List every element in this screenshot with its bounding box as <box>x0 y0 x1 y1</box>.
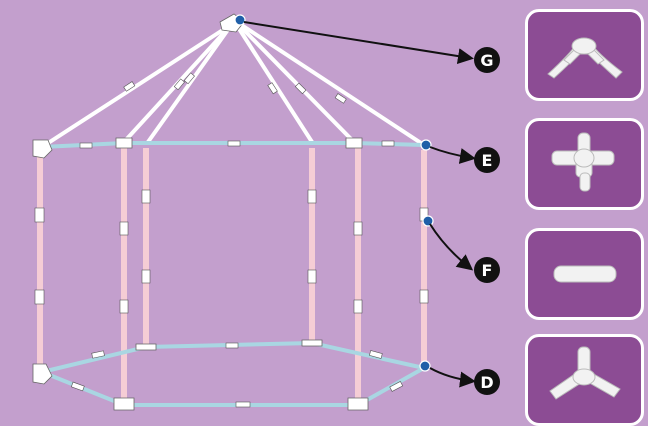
marker-d-dot <box>419 360 431 372</box>
base-connector-icon <box>549 346 621 400</box>
corner-joint-2 <box>115 137 133 149</box>
straight-sleeve-icon <box>553 265 617 283</box>
arrow-to-f <box>429 223 474 271</box>
vertical-poles <box>37 148 427 402</box>
base-joint-5 <box>301 339 323 347</box>
arrow-to-e <box>429 146 476 164</box>
tent-frame-illustration: G E F D <box>32 13 500 411</box>
marker-f-dot <box>422 215 434 227</box>
corner-connector-icon <box>551 132 615 192</box>
badge-e: E <box>474 147 500 173</box>
corner-joint-3 <box>345 137 363 149</box>
base-joint-3 <box>347 397 369 411</box>
base-joint-1 <box>32 363 53 385</box>
base-joint-4 <box>135 343 157 351</box>
marker-g-dot <box>234 14 246 26</box>
badge-d: D <box>474 369 500 395</box>
arrow-to-g <box>243 21 474 65</box>
base-joint-2 <box>113 397 135 411</box>
part-card-crown-connector <box>525 9 644 101</box>
badge-f-letter: F <box>482 261 493 280</box>
tent-assembly-diagram: G E F D <box>32 9 644 426</box>
corner-joint-1 <box>32 139 53 159</box>
badge-g-letter: G <box>480 51 493 70</box>
arrow-to-d <box>429 367 476 388</box>
pole-sleeves <box>34 72 429 408</box>
part-card-straight-sleeve <box>525 228 644 320</box>
badge-f: F <box>474 257 500 283</box>
callout-arrows <box>243 21 476 388</box>
part-card-base-connector <box>525 334 644 426</box>
marker-e-dot <box>420 139 432 151</box>
badge-d-letter: D <box>480 373 493 392</box>
part-card-corner-connector <box>525 118 644 210</box>
badge-e-letter: E <box>482 151 493 170</box>
callout-markers <box>234 14 434 372</box>
frame-connectors <box>32 13 369 411</box>
badge-g: G <box>474 47 500 73</box>
crown-connector-icon <box>547 37 623 79</box>
roof-poles <box>40 22 426 149</box>
